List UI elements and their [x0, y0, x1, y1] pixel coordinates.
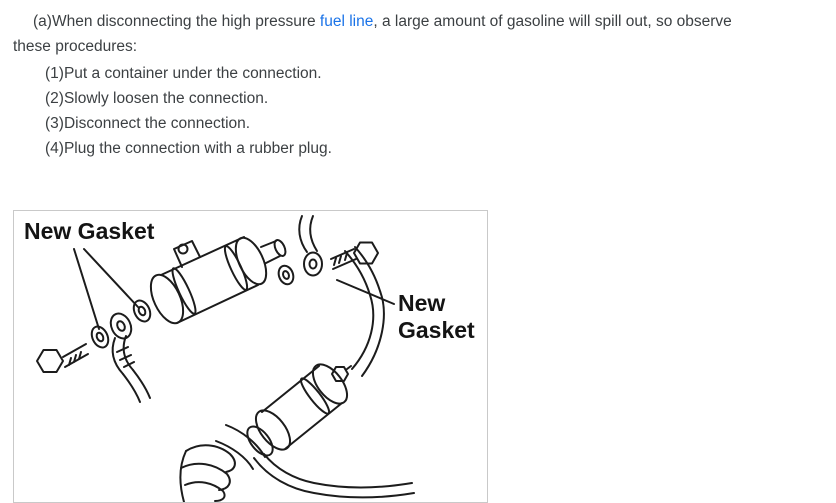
gasket-figure-frame: New Gasket New Gasket [13, 210, 488, 503]
intro-text-after-link: , a large amount of gasoline will spill … [373, 13, 732, 30]
new-gasket-label-right-line1: New [398, 290, 445, 316]
new-gasket-label-right-line2: Gasket [398, 317, 475, 343]
fuel-filter-bottom [246, 363, 352, 457]
gasket-washer-right [277, 264, 295, 286]
procedure-step-2: (2)Slowly loosen the connection. [45, 90, 269, 107]
new-gasket-label-top: New Gasket [24, 218, 155, 244]
fuel-hose-bottom [253, 453, 415, 499]
fuel-line-link[interactable]: fuel line [319, 13, 374, 30]
pointer-line-right-label [336, 279, 395, 305]
gasket-washer-left-1 [90, 325, 110, 349]
banjo-fitting-top-right [298, 215, 323, 277]
document-page: (a)When disconnecting the high pressure … [13, 9, 732, 161]
procedure-step-4: (4)Plug the connection with a rubber plu… [45, 140, 332, 157]
procedure-intro-line1: (a)When disconnecting the high pressure … [13, 9, 732, 34]
procedure-steps: (1)Put a container under the connection.… [45, 61, 732, 161]
hand [179, 424, 266, 502]
fuel-filter-top [149, 236, 287, 325]
gasket-washer-left-2 [132, 299, 152, 323]
banjo-fitting-left [109, 312, 151, 403]
banjo-bolt-left [36, 343, 89, 373]
procedure-intro-line2: these procedures: [13, 38, 138, 55]
intro-text-before-link: (a)When disconnecting the high pressure [33, 13, 320, 30]
procedure-step-3: (3)Disconnect the connection. [45, 115, 251, 132]
fuel-filter-exploded-diagram: New Gasket New Gasket [24, 215, 475, 502]
procedure-step-1: (1)Put a container under the connection. [45, 65, 322, 82]
leader-lines [73, 248, 139, 330]
fuel-hose-long [344, 246, 385, 377]
